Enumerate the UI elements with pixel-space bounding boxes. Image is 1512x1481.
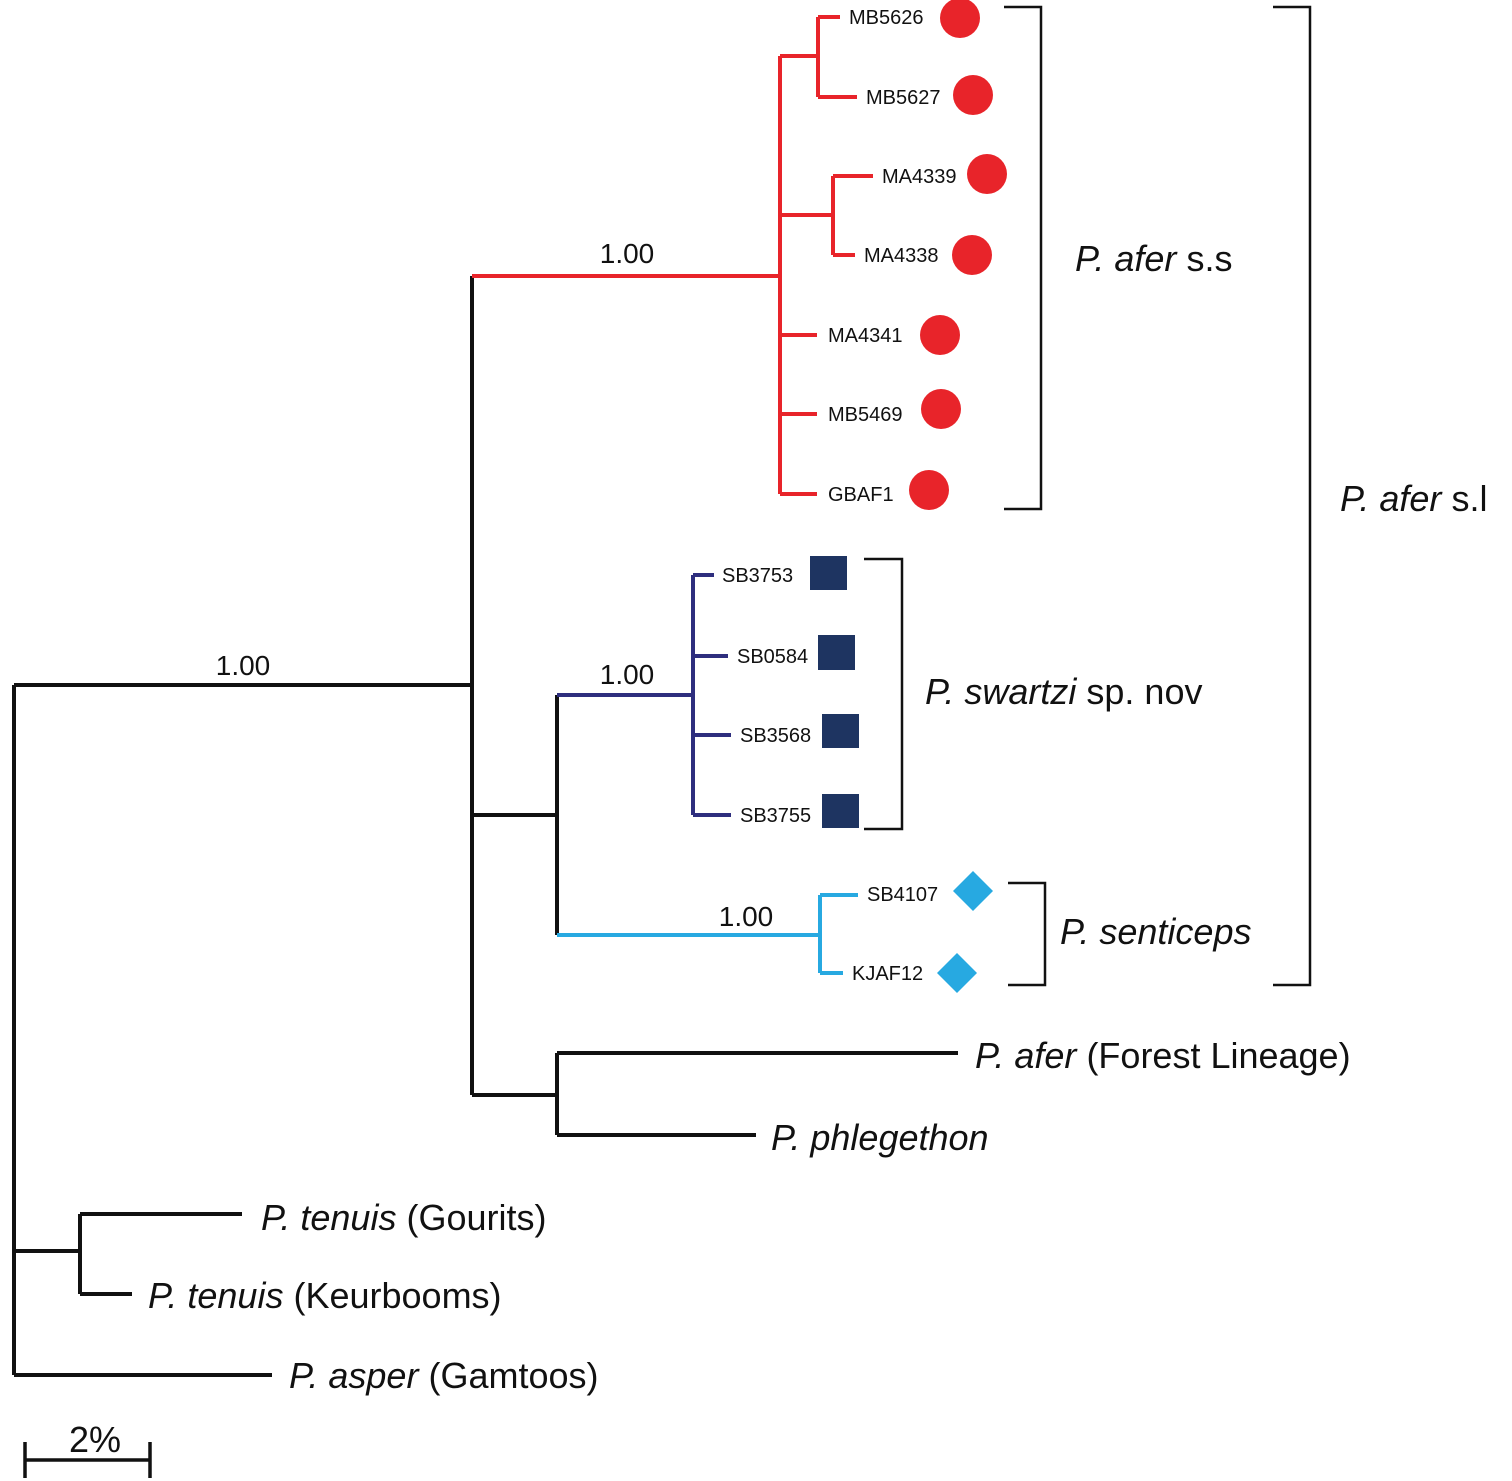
leaf-label: MA4339 [882, 166, 957, 188]
leaf-label: SB0584 [737, 646, 808, 668]
leaf-label: MB5626 [849, 7, 924, 29]
taxon-label-phlegethon: P. phlegethon [771, 1117, 989, 1158]
afer-ss-clade-branches [472, 15, 873, 496]
circle-marker [952, 235, 992, 275]
square-markers [810, 556, 859, 828]
backbone-branches [12, 276, 958, 1377]
taxon-label-tenuis-gourits: P. tenuis (Gourits) [261, 1197, 546, 1238]
support-value-root: 1.00 [216, 650, 271, 681]
bracket-swartzi [864, 557, 904, 831]
circle-marker [920, 315, 960, 355]
leaf-label: GBAF1 [828, 484, 894, 506]
leaf-label: SB3568 [740, 725, 811, 747]
leaf-label: MA4341 [828, 325, 903, 347]
clade-label-afer-ss: P. afer s.s [1075, 238, 1232, 279]
leaf-label: SB4107 [867, 884, 938, 906]
bracket-afer-sl [1273, 5, 1312, 987]
taxon-label-asper-gamtoos: P. asper (Gamtoos) [289, 1355, 599, 1396]
square-marker [822, 714, 859, 748]
clade-label-swartzi: P. swartzi sp. nov [925, 671, 1202, 712]
diamond-marker [953, 871, 993, 911]
square-marker [822, 794, 859, 828]
senticeps-clade-branches [557, 893, 858, 975]
clade-brackets [864, 5, 1312, 987]
support-value-swartzi: 1.00 [600, 659, 655, 690]
circle-marker [921, 389, 961, 429]
square-marker [818, 635, 855, 670]
leaf-label: MA4338 [864, 245, 939, 267]
circle-marker [940, 0, 980, 38]
circle-marker [909, 470, 949, 510]
clade-label-senticeps: P. senticeps [1060, 911, 1251, 952]
support-value-afer-ss: 1.00 [600, 238, 655, 269]
bracket-afer-ss [1004, 5, 1043, 511]
swartzi-clade-branches [557, 573, 731, 817]
taxon-label-afer-forest: P. afer (Forest Lineage) [975, 1035, 1351, 1076]
scale-bar [23, 1442, 152, 1478]
clade-label-afer-sl: P. afer s.l [1340, 478, 1487, 519]
taxon-label-tenuis-keurbooms: P. tenuis (Keurbooms) [148, 1275, 502, 1316]
diamond-marker [937, 953, 977, 993]
leaf-label: MB5627 [866, 87, 941, 109]
leaf-label: MB5469 [828, 404, 903, 426]
square-marker [810, 556, 847, 590]
support-value-senticeps: 1.00 [719, 901, 774, 932]
circle-markers [909, 0, 1007, 510]
circle-marker [967, 154, 1007, 194]
leaf-label: SB3753 [722, 565, 793, 587]
circle-marker [953, 75, 993, 115]
diamond-markers [937, 871, 993, 993]
bracket-senticeps [1008, 881, 1047, 987]
leaf-label: SB3755 [740, 805, 811, 827]
leaf-label: KJAF12 [852, 963, 923, 985]
scale-bar-label: 2% [69, 1419, 121, 1460]
